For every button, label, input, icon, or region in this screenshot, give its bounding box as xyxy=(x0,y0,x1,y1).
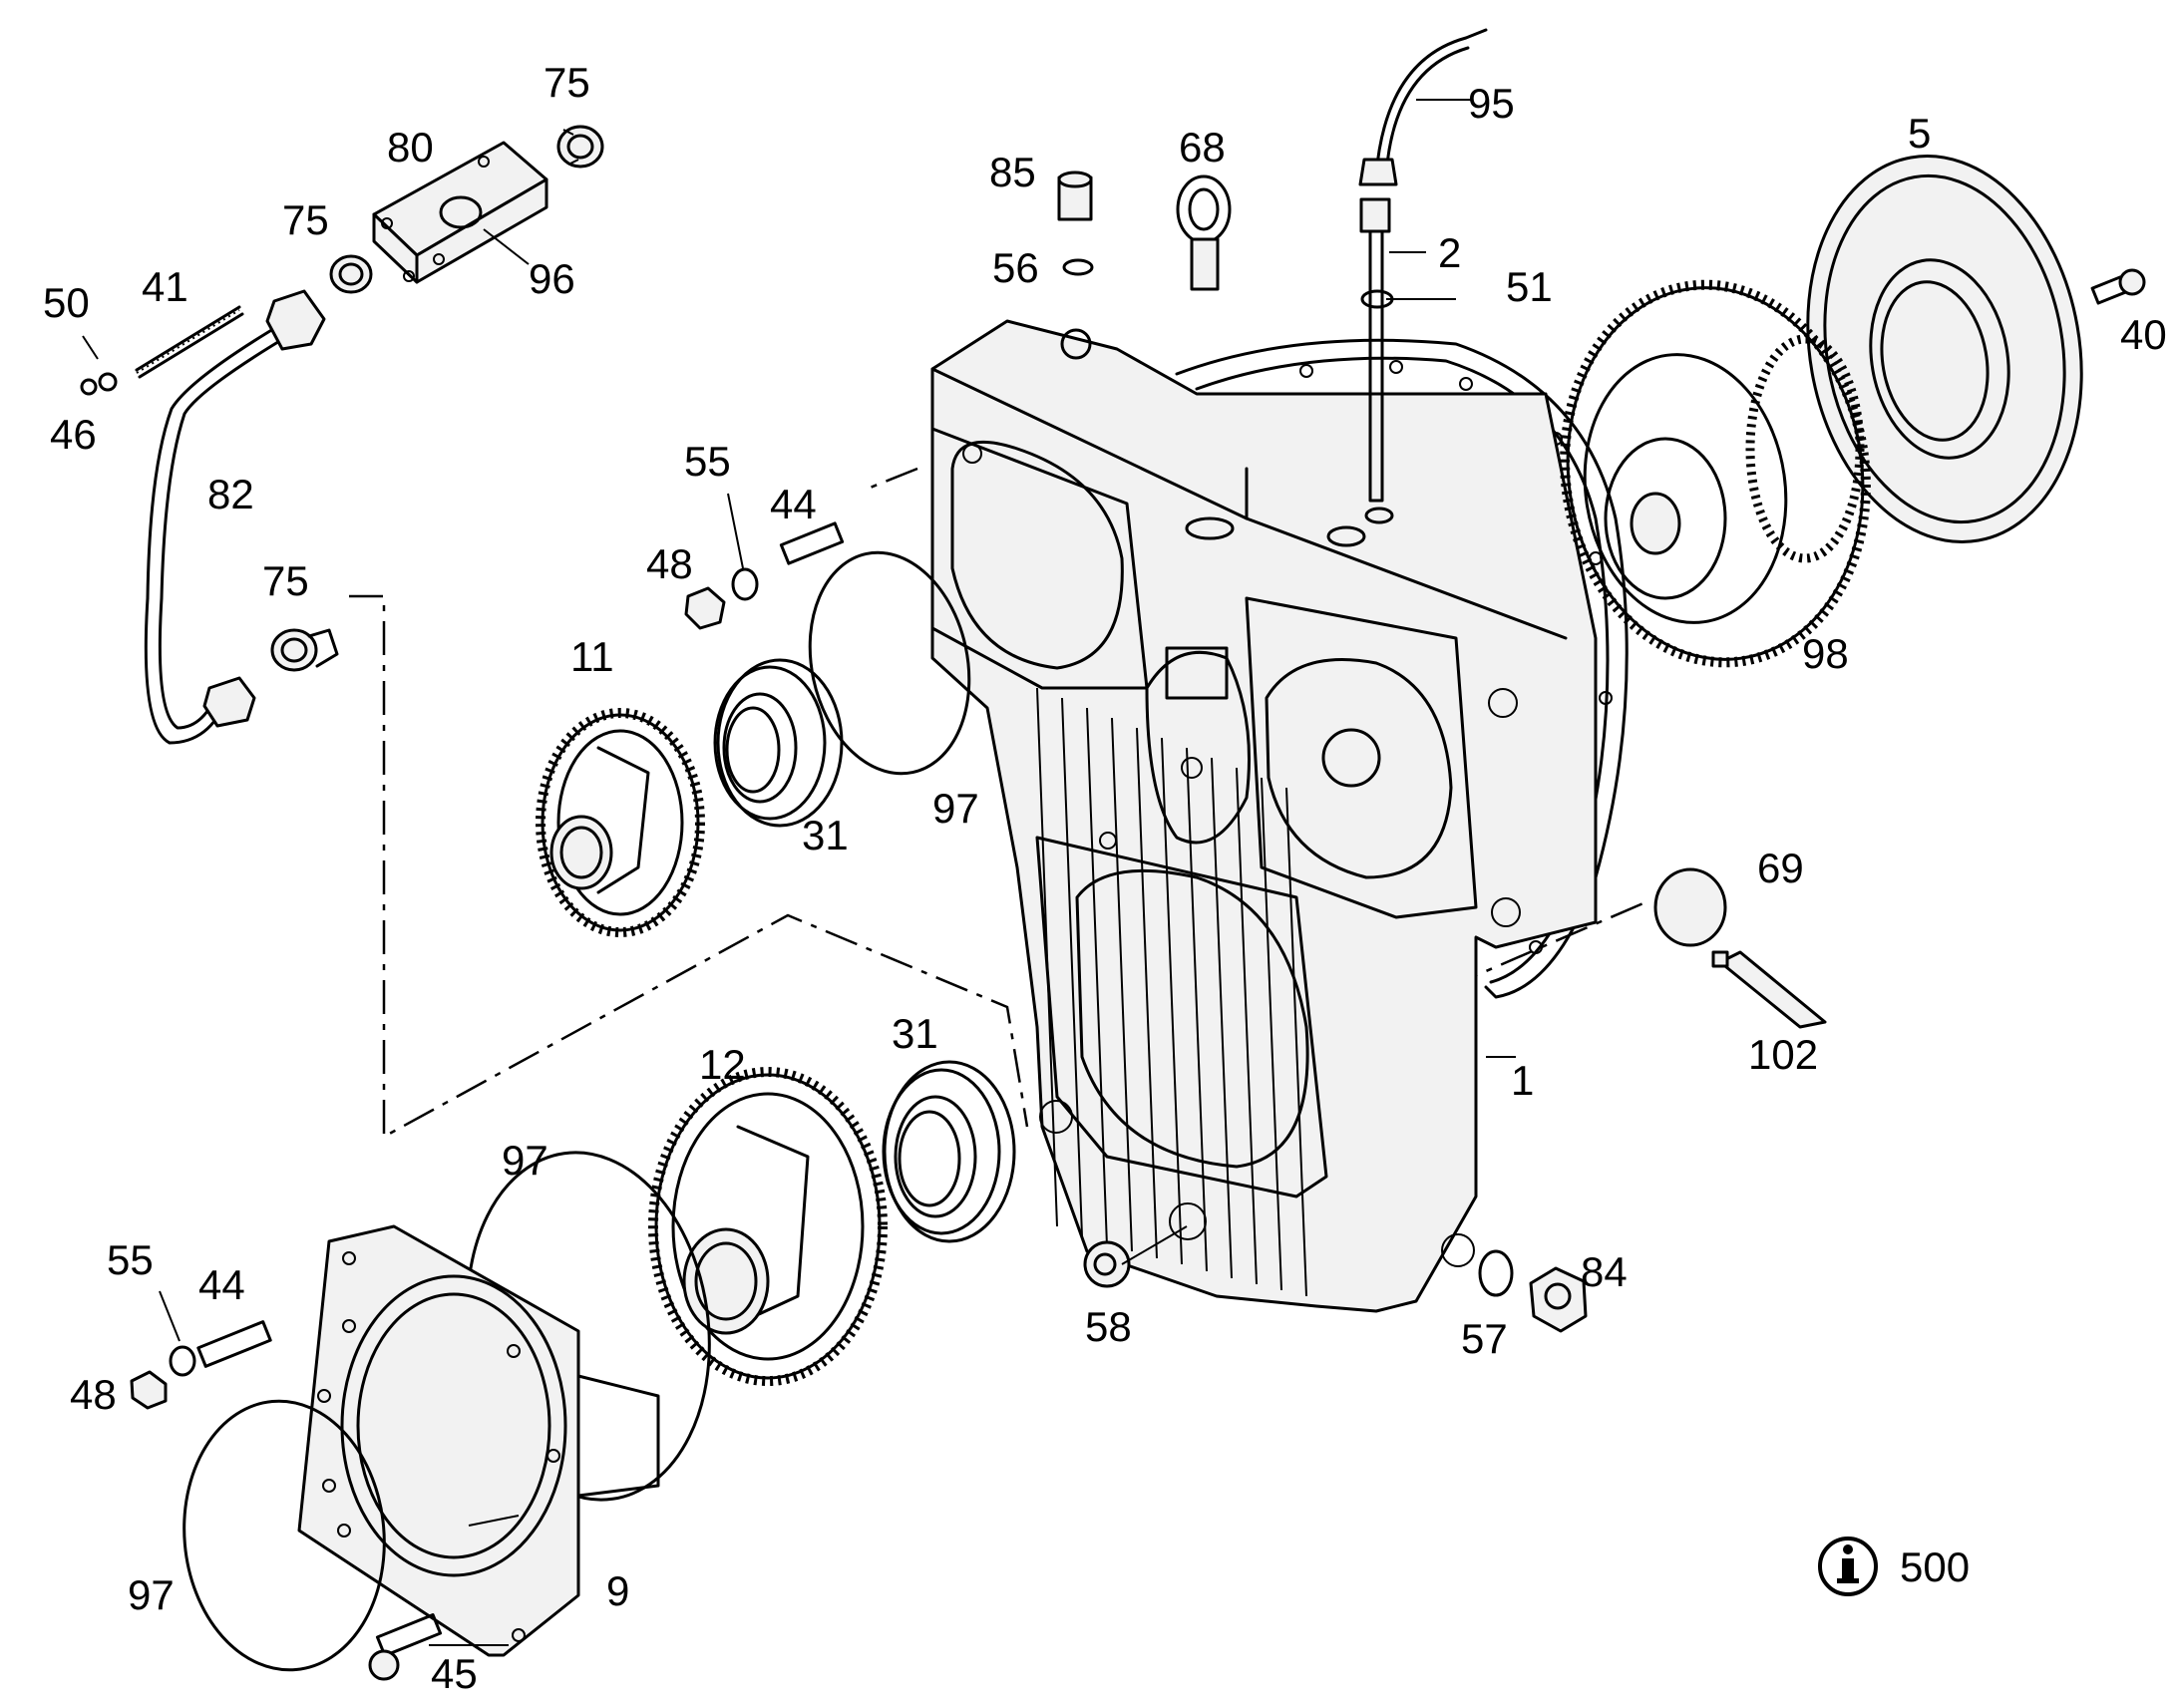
fitting-75-lower xyxy=(270,628,339,672)
stud-41 xyxy=(135,305,244,379)
callout-2: 2 xyxy=(1438,229,1461,276)
callouts: 1 2 5 9 11 12 31 31 40 41 44 44 45 46 48… xyxy=(43,59,2167,1697)
valve-block-80 xyxy=(372,141,548,284)
callout-80: 80 xyxy=(387,124,434,171)
screw-45 xyxy=(368,1612,443,1681)
callout-68: 68 xyxy=(1179,124,1226,171)
callout-85: 85 xyxy=(989,149,1036,195)
gear-11 xyxy=(536,708,705,937)
stud-44-upper xyxy=(779,521,845,565)
callout-69: 69 xyxy=(1757,845,1804,891)
stud-41-thread xyxy=(136,309,240,374)
plug-58 xyxy=(1083,1240,1131,1288)
callout-9: 9 xyxy=(606,1567,629,1614)
callout-11: 11 xyxy=(570,633,614,680)
callout-57: 57 xyxy=(1461,1315,1508,1362)
plug-84 xyxy=(1529,1266,1588,1333)
callout-55-upper: 55 xyxy=(684,438,731,485)
callout-56: 56 xyxy=(992,244,1039,291)
callout-97-upper: 97 xyxy=(932,785,979,832)
callout-75-top: 75 xyxy=(544,59,590,106)
callout-44-lower: 44 xyxy=(198,1261,245,1308)
fitting-75-middle xyxy=(329,254,373,294)
gearbox-housing xyxy=(930,319,1629,1313)
washer-55-upper xyxy=(731,567,759,601)
eye-bolt-68 xyxy=(1176,174,1232,291)
info-number: 500 xyxy=(1900,1543,1970,1590)
callout-97-middle: 97 xyxy=(502,1137,548,1184)
nut-48-upper xyxy=(684,586,726,630)
callout-50: 50 xyxy=(43,279,90,326)
callout-75-middle: 75 xyxy=(282,196,329,243)
callout-58: 58 xyxy=(1085,1303,1132,1350)
callout-46: 46 xyxy=(50,411,97,458)
seal-ring-57 xyxy=(1478,1249,1514,1297)
info-icon xyxy=(1818,1537,1878,1596)
bearing-31-lower xyxy=(882,1060,1016,1243)
seal-ring-56 xyxy=(1062,258,1094,276)
callout-48-upper: 48 xyxy=(646,540,693,587)
fitting-75-top xyxy=(556,125,604,169)
nut-48-lower xyxy=(130,1370,168,1410)
o-ring-97-lower xyxy=(182,1399,386,1672)
gear-12 xyxy=(648,1067,888,1386)
callout-55-lower: 55 xyxy=(107,1236,154,1283)
callout-31-lower: 31 xyxy=(892,1010,938,1057)
callout-97-lower: 97 xyxy=(128,1571,175,1618)
callout-44-upper: 44 xyxy=(770,481,817,527)
callout-40: 40 xyxy=(2120,311,2167,358)
callout-41: 41 xyxy=(142,263,188,310)
callout-98: 98 xyxy=(1802,630,1849,677)
callout-75-lower: 75 xyxy=(262,557,309,604)
callout-95: 95 xyxy=(1468,80,1515,127)
info-marker: 500 xyxy=(1818,1537,1970,1596)
stud-44-lower xyxy=(196,1320,272,1368)
dipstick-95 xyxy=(1358,28,1488,186)
callout-5: 5 xyxy=(1908,110,1931,157)
bolt-40 xyxy=(2090,268,2146,305)
callout-84: 84 xyxy=(1581,1248,1628,1295)
bearing-31-upper xyxy=(713,658,844,828)
nut-46 xyxy=(80,378,98,396)
callout-1: 1 xyxy=(1511,1057,1534,1104)
callout-51: 51 xyxy=(1506,263,1553,310)
washer-50 xyxy=(98,372,118,392)
callout-48-lower: 48 xyxy=(70,1371,117,1418)
guide-tube-2 xyxy=(1359,197,1391,503)
cap-69 xyxy=(1653,867,1727,947)
callout-82: 82 xyxy=(207,471,254,517)
bearing-cover-5 xyxy=(1806,155,2083,543)
callout-12: 12 xyxy=(699,1041,746,1088)
leader-lines xyxy=(82,99,1516,1646)
callout-102: 102 xyxy=(1748,1031,1818,1078)
sealant-tube-102 xyxy=(1711,950,1827,1029)
callout-31-upper: 31 xyxy=(802,812,849,858)
cover-9 xyxy=(297,1224,660,1657)
oil-pipe-82 xyxy=(144,289,326,745)
callout-96: 96 xyxy=(529,255,575,302)
plug-85 xyxy=(1057,171,1093,221)
o-ring-97-upper xyxy=(808,550,971,776)
washer-55-lower xyxy=(169,1345,196,1377)
callout-45: 45 xyxy=(431,1650,478,1697)
